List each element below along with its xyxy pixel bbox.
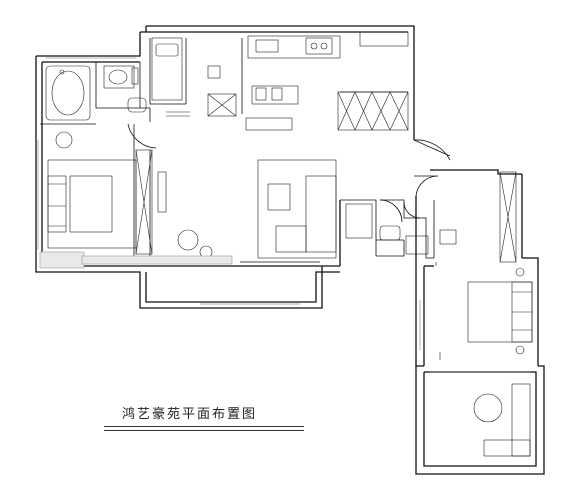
bedroom-left (47, 131, 213, 259)
doors (127, 123, 451, 223)
bathroom (45, 65, 190, 121)
living-room (257, 159, 337, 259)
window-sills (39, 251, 233, 269)
balcony-right (473, 383, 531, 457)
bedroom-right (435, 171, 533, 360)
windows (37, 57, 530, 373)
second-bath (345, 203, 457, 255)
caption-underline-top (104, 426, 304, 427)
kitchen (151, 31, 409, 131)
exterior-walls (35, 25, 545, 475)
caption-underline-bottom (104, 430, 304, 431)
plan-caption: 鸿艺豪苑平面布置图 (122, 407, 258, 422)
